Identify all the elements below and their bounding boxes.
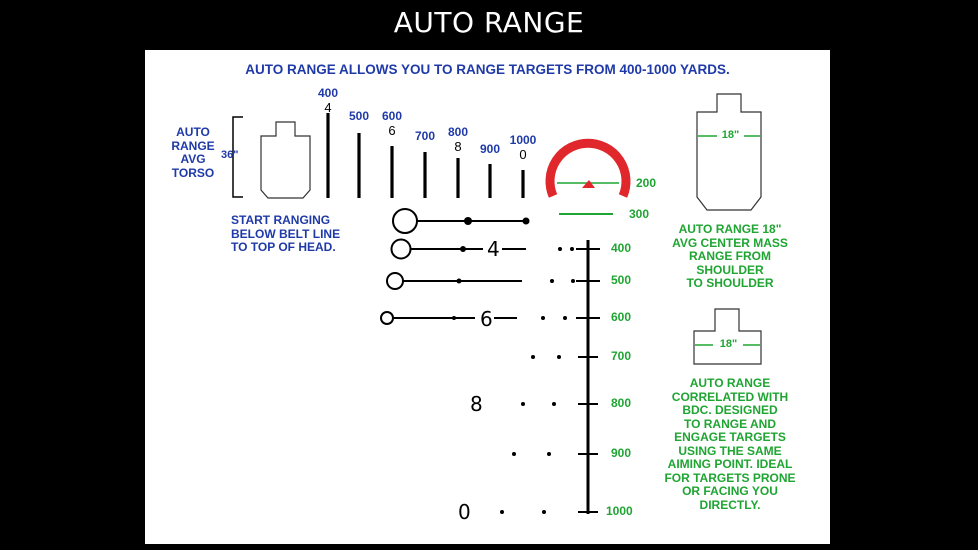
target-top-caption-line: SHOULDER — [696, 262, 764, 277]
bdc-drop-line — [576, 240, 600, 514]
ranging-note: START RANGING BELOW BELT LINE TO TOP OF … — [231, 213, 341, 255]
ranging-lines — [380, 208, 530, 325]
reticle-number-6: 6 — [480, 307, 493, 331]
diagram-subtitle: AUTO RANGE ALLOWS YOU TO RANGE TARGETS F… — [245, 62, 730, 77]
drop-label: 600 — [611, 310, 632, 324]
stadia-mark-label: 4 — [324, 100, 332, 115]
drop-label: 1000 — [606, 504, 633, 518]
red-range-circle — [545, 138, 631, 215]
ranging-note-line: TO TOP OF HEAD. — [231, 240, 336, 254]
target-bottom-caption-line: FOR TARGETS PRONE — [664, 470, 796, 485]
torso-caption-line: AVG — [180, 152, 206, 166]
stadia-mark-label: 6 — [388, 123, 396, 138]
stadia-yard-label: 1000 — [509, 133, 537, 147]
drop-label: 700 — [611, 349, 632, 363]
drop-label: 500 — [611, 273, 632, 287]
reticle-number-4: 4 — [487, 237, 500, 261]
reticle-number-0: 0 — [458, 500, 471, 524]
torso-caption-line: RANGE — [171, 138, 215, 153]
stadia-mark-label: 0 — [519, 147, 527, 162]
target-top-caption: AUTO RANGE 18" AVG CENTER MASS RANGE FRO… — [655, 222, 805, 291]
target-bottom-caption-line: AUTO RANGE — [689, 376, 771, 390]
page-title: AUTO RANGE — [393, 6, 585, 39]
torso-caption-line: TORSO — [171, 165, 215, 180]
target-top-caption-line: RANGE FROM — [689, 249, 771, 263]
target-bottom-caption-line: TO RANGE AND — [683, 416, 776, 431]
target-top-caption-line: AVG CENTER MASS — [672, 235, 788, 250]
target-bottom-caption-line: BDC. DESIGNED — [682, 403, 778, 417]
target-bottom-caption: AUTO RANGE CORRELATED WITH BDC. DESIGNED… — [650, 376, 810, 512]
circle-label-200: 200 — [636, 176, 657, 190]
target-silhouette-top — [696, 93, 762, 211]
torso-size-label: 36" — [221, 149, 239, 161]
torso-caption: AUTO RANGE AVG TORSO — [165, 125, 221, 180]
target-top-caption-line: AUTO RANGE 18" — [678, 222, 782, 236]
stadia-yard-label: 900 — [479, 142, 501, 156]
target-bottom-size-label: 18" — [719, 338, 738, 350]
target-bottom-caption-line: OR FACING YOU — [682, 484, 778, 498]
circle-label-300: 300 — [629, 207, 650, 221]
ranging-note-line: START RANGING — [231, 213, 331, 227]
target-bottom-caption-line: USING THE SAME — [678, 443, 782, 458]
target-bottom-caption-line: ENGAGE TARGETS — [674, 430, 786, 444]
target-bottom-caption-line: CORRELATED WITH — [671, 389, 789, 404]
target-bottom-caption-line: AIMING POINT. IDEAL — [667, 457, 793, 471]
stadia-bars — [326, 113, 525, 198]
torso-silhouette — [260, 121, 311, 199]
target-bottom-caption-line: DIRECTLY. — [699, 497, 761, 512]
target-top-caption-line: TO SHOULDER — [686, 276, 774, 290]
holdover-dots — [500, 247, 575, 514]
drop-label: 800 — [611, 396, 632, 410]
target-top-size-label: 18" — [721, 129, 740, 141]
stadia-mark-label: 8 — [454, 139, 462, 154]
stadia-yard-label: 700 — [414, 129, 436, 143]
target-silhouette-bottom — [693, 308, 762, 365]
torso-bracket — [232, 116, 243, 198]
stadia-yard-label: 400 — [317, 86, 339, 100]
stadia-yard-label: 600 — [381, 109, 403, 123]
ranging-note-line: BELOW BELT LINE — [231, 226, 341, 241]
reticle-diagram-graphics — [232, 93, 762, 514]
drop-label: 400 — [611, 241, 632, 255]
reticle-number-8: 8 — [470, 392, 483, 416]
torso-caption-line: AUTO — [176, 125, 210, 139]
diagram-panel: AUTO RANGE ALLOWS YOU TO RANGE TARGETS F… — [145, 50, 830, 544]
stadia-yard-label: 800 — [447, 125, 469, 139]
stadia-yard-label: 500 — [348, 109, 370, 123]
drop-label: 900 — [611, 446, 632, 460]
